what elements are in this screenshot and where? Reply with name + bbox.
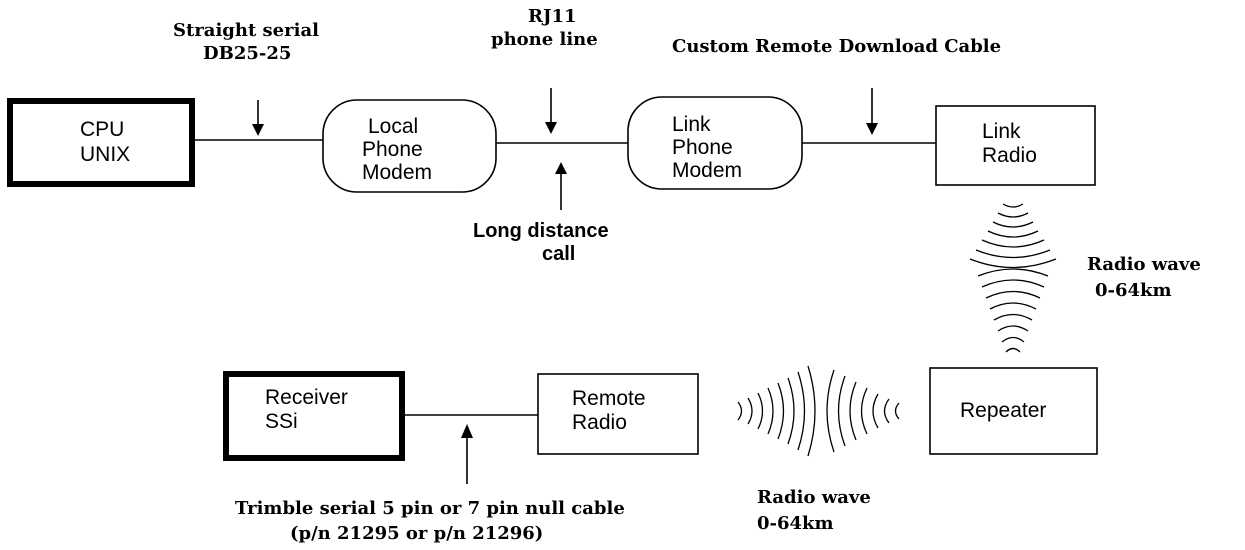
receiver-label-line-2: SSi — [265, 410, 298, 433]
radio-wave-vertical-icon — [969, 203, 1057, 353]
straight-serial-label: Straight serial DB25-25 — [173, 20, 325, 64]
arrow-straight-serial — [252, 100, 264, 136]
long-distance-line-1: Long distance — [473, 220, 609, 242]
long-distance-line-2: call — [542, 243, 575, 265]
trimble-line-2: (p/n 21295 or p/n 21296) — [290, 523, 543, 544]
trimble-line-1: Trimble serial 5 pin or 7 pin null cable — [235, 498, 625, 519]
arrow-long-distance — [555, 162, 567, 210]
long-distance-label: Long distance call — [473, 220, 614, 265]
straight-serial-line-1: Straight serial — [173, 20, 319, 41]
radio-wave-bottom-line-2: 0-64km — [757, 513, 834, 534]
radio-wave-bottom-line-1: Radio wave — [757, 487, 871, 508]
repeater-label: Repeater — [960, 399, 1046, 422]
arrow-trimble — [461, 424, 473, 484]
receiver-label-line-1: Receiver — [265, 386, 348, 409]
link-modem-label-line-1: Link — [672, 113, 711, 136]
rj11-line-2: phone line — [491, 29, 598, 50]
link-modem-label-line-2: Phone — [672, 136, 733, 159]
link-radio-label-line-2: Radio — [982, 144, 1037, 167]
remote-radio-label-line-2: Radio — [572, 411, 627, 434]
local-modem-label-line-1: Local — [368, 115, 418, 138]
cpu-label-line-1: CPU — [80, 118, 124, 141]
radio-wave-right-line-1: Radio wave — [1087, 254, 1201, 275]
arrow-rj11 — [545, 88, 557, 134]
remote-radio-label-line-1: Remote — [572, 387, 646, 410]
straight-serial-line-2: DB25-25 — [203, 43, 291, 64]
rj11-line-1: RJ11 — [528, 6, 577, 27]
arrow-custom-cable — [866, 88, 878, 135]
svg-text:Repeater: Repeater — [960, 399, 1046, 422]
link-radio-label-line-1: Link — [982, 120, 1021, 143]
radio-wave-right-line-2: 0-64km — [1095, 280, 1172, 301]
custom-cable-label: Custom Remote Download Cable — [672, 36, 1001, 57]
repeater-box: Repeater — [929, 367, 1098, 455]
radio-wave-bottom-label: Radio wave 0-64km — [757, 487, 877, 534]
radio-wave-horizontal-icon — [737, 365, 900, 457]
link-modem-label-line-3: Modem — [672, 159, 742, 182]
local-modem-label-line-3: Modem — [362, 161, 432, 184]
local-modem-label-line-2: Phone — [362, 138, 423, 161]
cpu-label-line-2: UNIX — [80, 143, 130, 166]
trimble-cable-label: Trimble serial 5 pin or 7 pin null cable… — [235, 498, 631, 544]
rj11-label: RJ11 phone line — [491, 6, 598, 50]
radio-wave-right-label: Radio wave 0-64km — [1087, 254, 1207, 301]
